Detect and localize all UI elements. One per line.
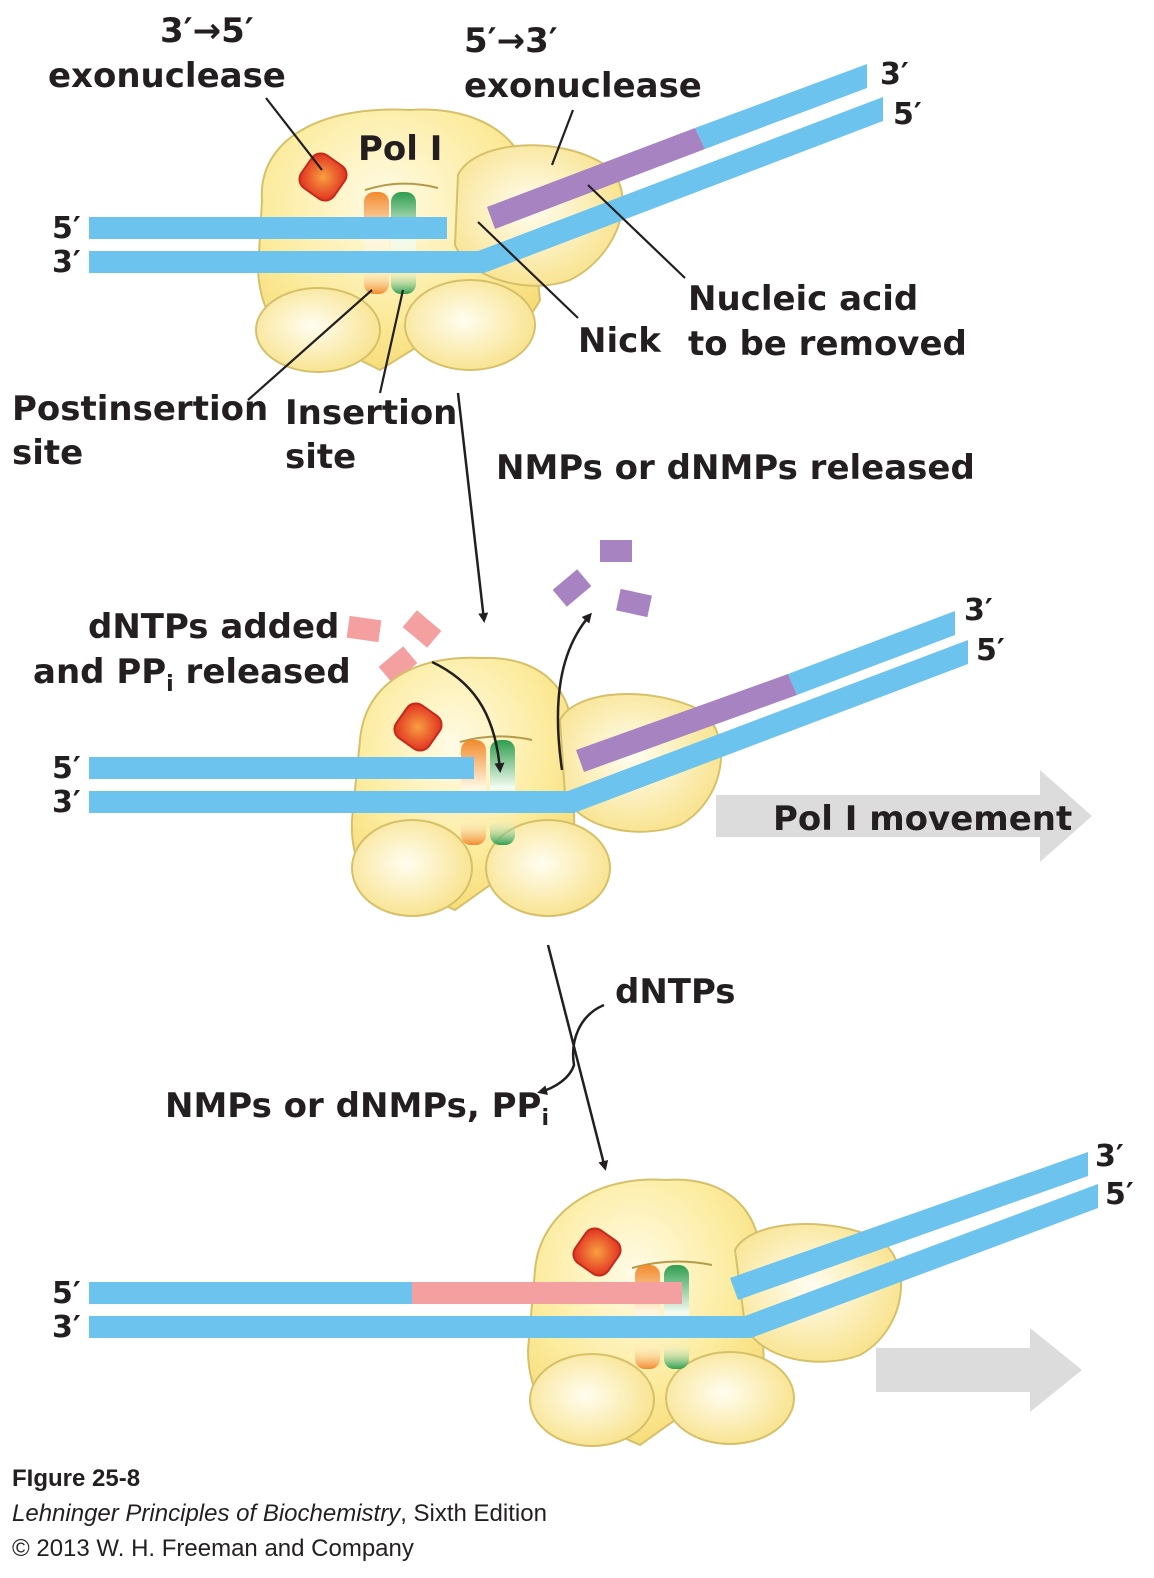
leader-exo-5-3	[550, 109, 575, 166]
pol-i-enzyme	[350, 656, 722, 917]
panel-2: Pol I movement 5′ 3′ 3′ 5′ dNTPs added a…	[33, 540, 1092, 917]
new-dna-segment	[412, 1282, 682, 1304]
label-3prime: 3′	[52, 1310, 81, 1345]
polymerase-lobe-left	[351, 819, 473, 917]
leader-postinsertion	[247, 289, 373, 401]
label-3prime-right: 3′	[964, 593, 993, 628]
exo-3-5-label-2: exonuclease	[48, 56, 286, 96]
nmp-released	[552, 569, 592, 607]
exo-5-3-label-1: 5′→3′	[464, 21, 558, 61]
nmps-released-label: NMPs or dNMPs released	[496, 448, 975, 488]
insertion-site-shape	[391, 192, 416, 294]
polymerase-lobe-left	[529, 1353, 655, 1447]
exo-3-5-site	[298, 152, 348, 202]
label-3prime-right: 3′	[1095, 1139, 1124, 1174]
nucleic-acid-label-2: to be removed	[688, 324, 967, 364]
insertion-label-2: site	[285, 437, 356, 477]
nmp-released	[616, 588, 652, 618]
exo-3-5-label-1: 3′→5′	[160, 11, 254, 51]
nucleic-acid-label-1: Nucleic acid	[688, 279, 918, 319]
book-title: Lehninger Principles of Biochemistry	[12, 1500, 401, 1527]
dna-upper-strand-blue	[730, 1152, 1088, 1300]
label-5prime: 5′	[52, 1276, 81, 1311]
dntp-incoming	[378, 646, 418, 684]
figure-source: Lehninger Principles of Biochemistry, Si…	[12, 1497, 547, 1531]
label-3prime: 3′	[52, 785, 81, 820]
leader-exo-3-5	[265, 97, 323, 171]
exo-3-5-site	[572, 1227, 622, 1277]
leader-insertion	[378, 289, 405, 394]
step-arrow-2	[546, 944, 609, 1171]
pol-i-movement-arrow	[716, 770, 1092, 862]
polymerase-cleft-line	[631, 1260, 713, 1269]
panel-1: 5′ 3′ 3′ 5′ 3′→5′ exonuclease 5′→3′ exon…	[12, 11, 967, 477]
dntps-added-label-1: dNTPs added	[88, 607, 339, 647]
copyright: © 2013 W. H. Freeman and Company	[12, 1535, 414, 1562]
polymerase-cleft-line	[364, 182, 439, 191]
nick-label: Nick	[578, 321, 662, 361]
postinsertion-label-2: site	[12, 433, 83, 473]
dna-3-strand	[89, 1184, 1098, 1338]
dntps-label: dNTPs	[615, 972, 736, 1012]
dna-5-strand	[89, 1282, 412, 1304]
dntp-incoming	[346, 615, 382, 643]
label-5prime-right: 5′	[893, 97, 922, 132]
nucleic-acid-to-remove	[576, 674, 797, 772]
leader-nucleic-acid	[587, 184, 686, 279]
insertion-label-1: Insertion	[285, 393, 457, 433]
exo-5-3-label-2: exonuclease	[464, 66, 702, 106]
dna-3-strand	[89, 640, 968, 813]
dna-upper-strand-blue	[695, 64, 867, 149]
label-5prime-right: 5′	[1105, 1177, 1134, 1212]
nmps-pp-label: NMPs or dNMPs, PPi	[165, 1086, 549, 1131]
figure-number: FIgure 25-8	[12, 1465, 141, 1492]
side-arrow	[537, 1003, 605, 1096]
label-3prime-right: 3′	[880, 57, 909, 92]
pol-i-movement-label: Pol I movement	[773, 799, 1072, 839]
nmp-exit-arrow	[556, 612, 592, 771]
postinsertion-label-1: Postinsertion	[12, 389, 268, 429]
dna-5-strand	[89, 757, 474, 779]
exo-3-5-site	[393, 702, 443, 752]
polymerase-cleft-line	[459, 735, 533, 743]
pol-i-enzyme	[526, 1178, 902, 1447]
polymerase-lobe-right	[665, 1351, 795, 1445]
nmp-released	[600, 540, 632, 562]
dntps-added-label-2: and PPi released	[33, 652, 351, 697]
polymerase-lobe-right	[404, 279, 536, 371]
postinsertion-site-shape	[364, 192, 389, 294]
dna-3-strand	[89, 97, 883, 273]
dntp-entry-arrow	[431, 660, 505, 773]
pol-i-label: Pol I	[358, 129, 442, 169]
dntp-incoming	[402, 610, 442, 648]
label-5prime: 5′	[52, 211, 81, 246]
dna-upper-strand-blue	[788, 611, 955, 695]
polymerase-lobe-right	[485, 819, 611, 917]
leader-nick	[477, 221, 579, 319]
label-5prime: 5′	[52, 751, 81, 786]
pol-i-movement-arrow-small	[876, 1328, 1082, 1412]
nucleic-acid-to-remove	[487, 128, 705, 229]
label-3prime: 3′	[52, 245, 81, 280]
panel-3: 5′ 3′ 3′ 5′	[52, 1139, 1134, 1447]
book-edition: , Sixth Edition	[400, 1500, 547, 1527]
label-5prime-right: 5′	[976, 633, 1005, 668]
step-arrow-1	[456, 392, 489, 623]
dna-5-strand	[89, 217, 447, 239]
